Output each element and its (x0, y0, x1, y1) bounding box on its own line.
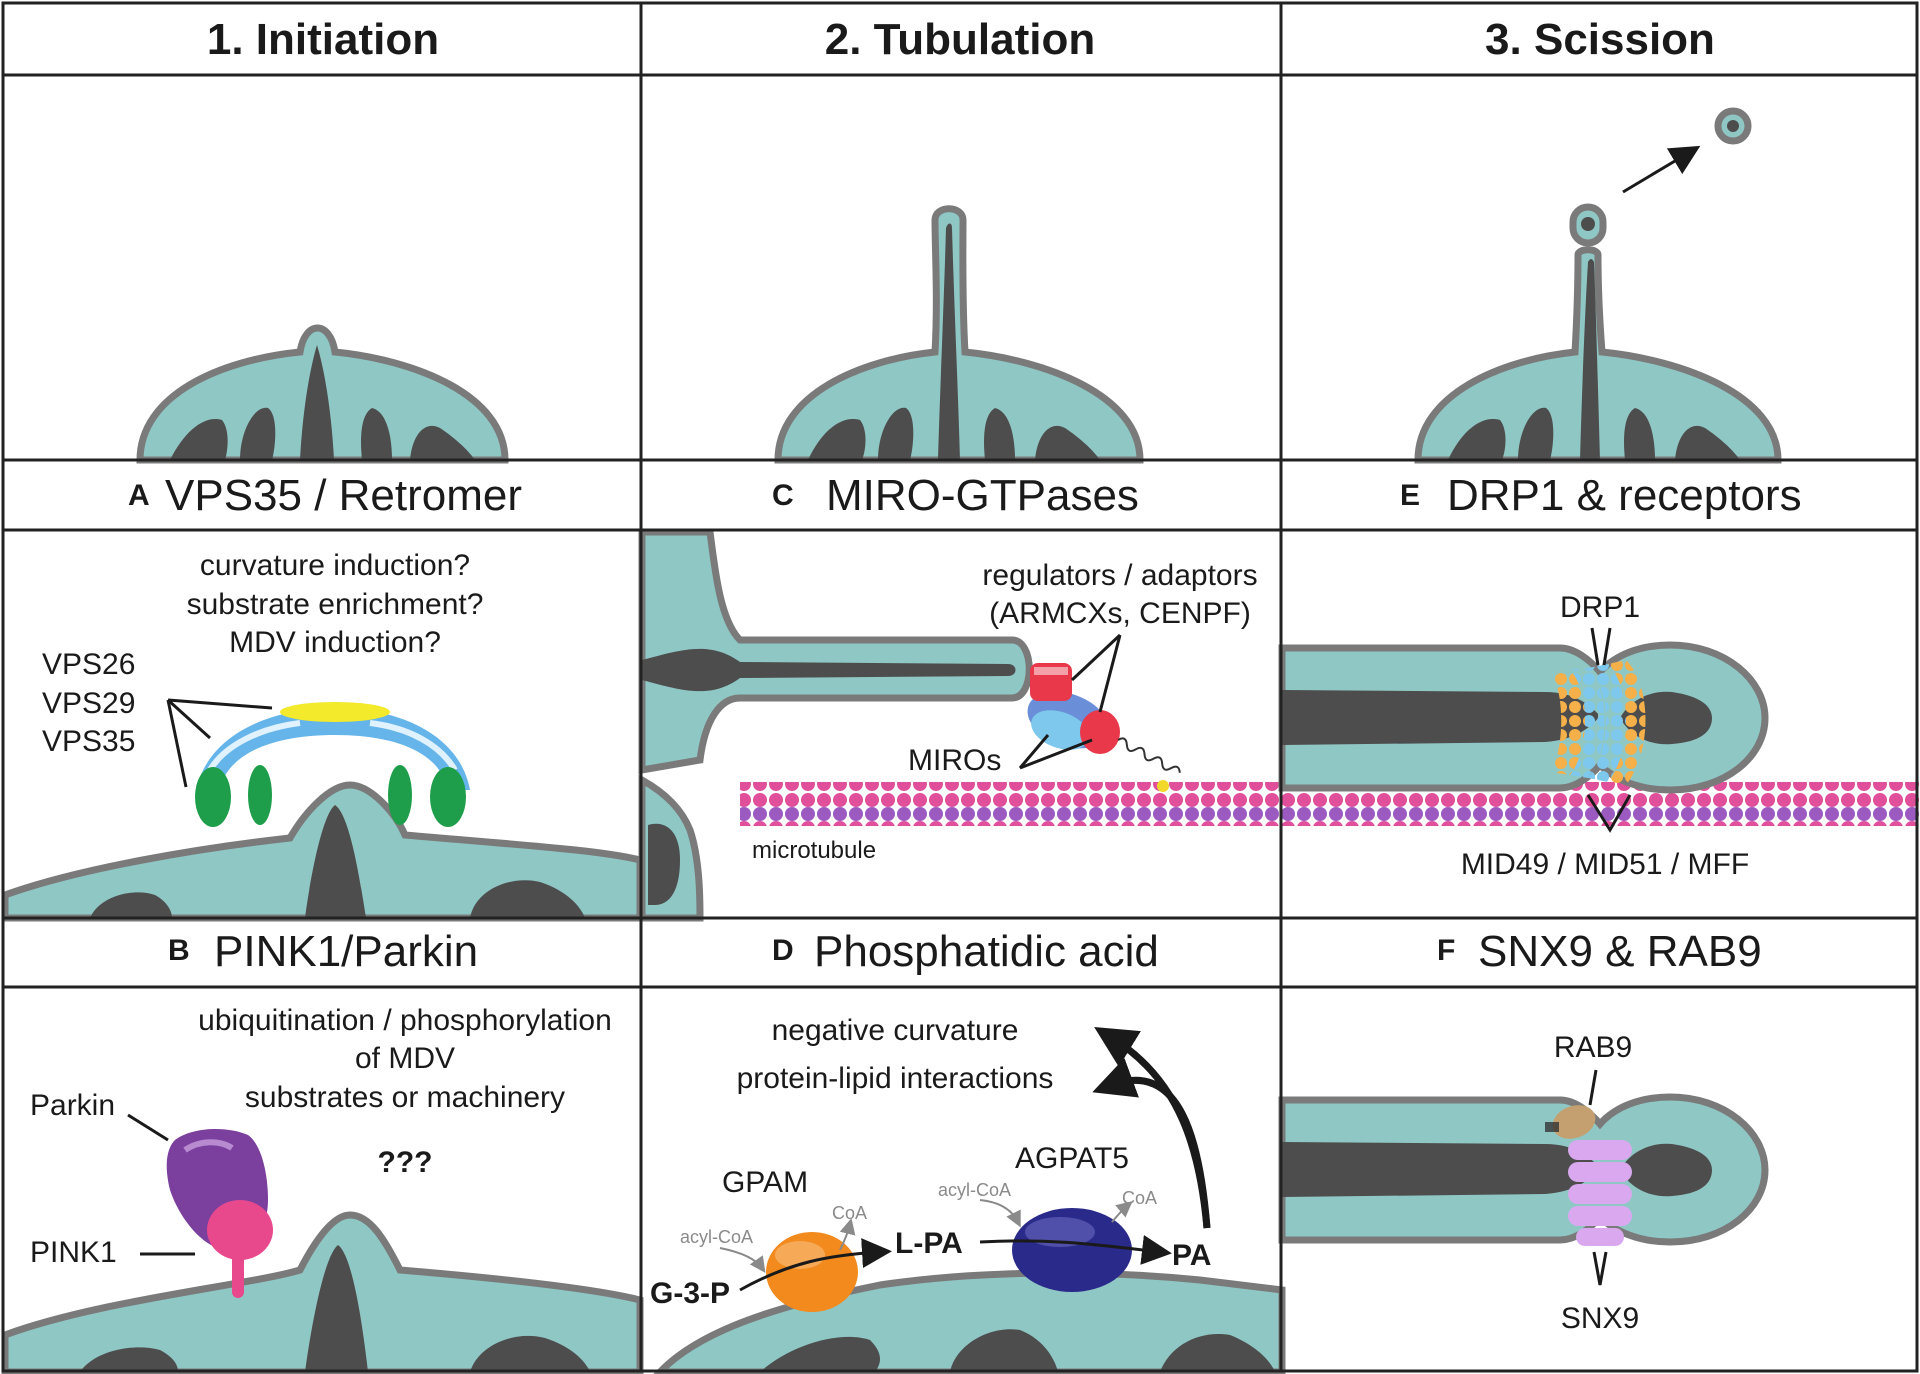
panel-e-receptors-label: MID49 / MID51 / MFF (1461, 848, 1749, 881)
panel-b-pink1-label: PINK1 (30, 1236, 117, 1269)
panel-a-subunit-vps29: VPS29 (42, 687, 135, 720)
panel-a-question-3: MDV induction? (229, 626, 441, 659)
panel-e-content: DRP1 MID49 / MID51 / MFF (1278, 591, 1769, 881)
stage-scission-mitochondrion (1414, 107, 1782, 464)
panel-d-effect-1: negative curvature (772, 1014, 1019, 1047)
panel-d-letter: D (772, 934, 794, 967)
panel-e-letter: E (1400, 479, 1420, 512)
panel-c-regulators-line-1: regulators / adaptors (982, 559, 1257, 592)
stage-initiation-mitochondrion (136, 324, 509, 464)
panel-d-title: Phosphatidic acid (814, 927, 1159, 976)
panel-d-acyl-coa-1: acyl-CoA (680, 1227, 753, 1247)
panel-c-microtubule-label: microtubule (752, 837, 876, 864)
panel-b-text-line-2: of MDV (355, 1042, 455, 1075)
snx9-coat (1568, 1140, 1632, 1246)
panel-a-subunit-vps26: VPS26 (42, 648, 135, 681)
panel-b-parkin-label: Parkin (30, 1089, 115, 1122)
panel-d-gpam-label: GPAM (722, 1166, 808, 1199)
panel-d-effect-2: protein-lipid interactions (737, 1062, 1054, 1095)
panel-f-rab9-label: RAB9 (1554, 1031, 1632, 1064)
stage-header-scission: 3. Scission (1485, 15, 1715, 64)
panel-d-g3p: G-3-P (650, 1277, 730, 1310)
panel-c-letter: C (772, 479, 794, 512)
panel-b-text-line-1: ubiquitination / phosphorylation (198, 1004, 612, 1037)
panel-a-letter: A (128, 479, 150, 512)
panel-b-content: ubiquitination / phosphorylation of MDV … (1, 1004, 644, 1374)
stage-tubulation-mitochondrion (774, 205, 1144, 464)
panel-e-title: DRP1 & receptors (1447, 471, 1802, 520)
panel-b-unknown: ??? (378, 1146, 433, 1179)
miro-complex (1027, 663, 1181, 792)
panel-b-title: PINK1/Parkin (214, 927, 478, 976)
panel-f-snx9-label: SNX9 (1561, 1302, 1639, 1335)
panel-a-title: VPS35 / Retromer (165, 471, 522, 520)
panel-b-letter: B (168, 934, 190, 967)
panel-f-letter: F (1437, 934, 1455, 967)
panel-c-miros-label: MIROs (908, 744, 1001, 777)
panel-d-lpa: L-PA (895, 1227, 963, 1260)
panel-title-row-1: A VPS35 / Retromer C MIRO-GTPases E DRP1… (128, 471, 1802, 520)
panel-d-pa: PA (1172, 1239, 1211, 1272)
panel-f-content: RAB9 SNX9 (1278, 1031, 1769, 1335)
panel-c-regulators-line-2: (ARMCXs, CENPF) (989, 597, 1251, 630)
panel-a-question-1: curvature induction? (200, 549, 470, 582)
panel-d-coa-1: CoA (832, 1203, 867, 1223)
stage-header-tubulation: 2. Tubulation (825, 15, 1096, 64)
retromer-complex (195, 702, 470, 827)
panel-a-subunit-vps35: VPS35 (42, 725, 135, 758)
panel-a-content: curvature induction? substrate enrichmen… (1, 549, 644, 922)
panel-f-title: SNX9 & RAB9 (1478, 927, 1762, 976)
panel-b-text-line-3: substrates or machinery (245, 1081, 565, 1114)
panel-d-content: G-3-P L-PA PA acyl-CoA CoA acyl-CoA CoA … (650, 1014, 1286, 1374)
panel-e-drp1-label: DRP1 (1560, 591, 1640, 624)
drp1-ring (1550, 660, 1646, 785)
panel-title-row-2: B PINK1/Parkin D Phosphatidic acid F SNX… (168, 927, 1762, 976)
panel-c-title: MIRO-GTPases (826, 471, 1139, 520)
stage-header-initiation: 1. Initiation (207, 15, 439, 64)
panel-a-question-2: substrate enrichment? (187, 588, 484, 621)
panel-d-acyl-coa-2: acyl-CoA (938, 1180, 1011, 1200)
panel-d-agpat5-label: AGPAT5 (1015, 1142, 1129, 1175)
stage-header-row: 1. Initiation 2. Tubulation 3. Scission (207, 15, 1715, 64)
rab9-protein (1545, 1105, 1596, 1139)
pink1-protein (207, 1200, 273, 1298)
